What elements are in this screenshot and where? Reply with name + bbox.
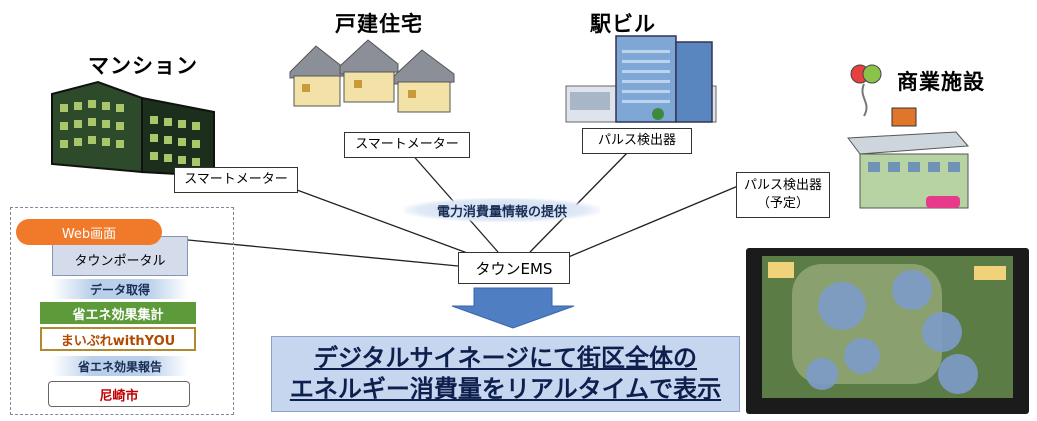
mansion-title: マンション: [88, 54, 198, 78]
commercial-detector-line2: （予定）: [756, 196, 809, 211]
houses-title: 戸建住宅: [335, 12, 423, 36]
mansion-meter-label: スマートメーター: [174, 167, 298, 193]
web-screen-label: Web画面: [16, 219, 162, 245]
signage-screen-map: [762, 256, 1013, 398]
commercial-title: 商業施設: [897, 70, 985, 94]
energy-report-label: 省エネ効果報告: [52, 356, 188, 376]
energy-aggregation-box: 省エネ効果集計: [40, 302, 196, 324]
signage-line1: デジタルサイネージにて街区全体の: [313, 343, 698, 372]
down-arrow: [451, 287, 575, 329]
line-commercial-ems: [565, 185, 739, 259]
houses-illustration: [289, 39, 455, 113]
line-mansion-ems: [269, 179, 471, 255]
station-detector-label: パルス検出器: [582, 128, 692, 154]
station-title: 駅ビル: [590, 12, 656, 36]
station-illustration: [565, 35, 717, 123]
mansion-illustration: [51, 80, 215, 177]
houses-meter-label: スマートメーター: [344, 132, 470, 158]
signage-caption: デジタルサイネージにて街区全体の エネルギー消費量をリアルタイムで表示: [271, 336, 740, 412]
data-acquisition-label: データ取得: [52, 279, 188, 299]
town-ems-box: タウンEMS: [458, 252, 570, 284]
signage-screen: [762, 256, 1013, 398]
commercial-illustration: [847, 64, 970, 209]
amagasaki-city-box: 尼崎市: [48, 381, 190, 407]
commercial-detector-line1: パルス検出器: [743, 178, 822, 194]
power-info-label: 電力消費量情報の提供: [404, 198, 600, 222]
signage-line2: エネルギー消費量をリアルタイムで表示: [289, 375, 722, 403]
portal-panel: [10, 207, 234, 415]
commercial-detector-label: パルス検出器 （予定）: [736, 172, 830, 218]
maipure-service-box: まいぷれwithYOU: [40, 327, 196, 351]
